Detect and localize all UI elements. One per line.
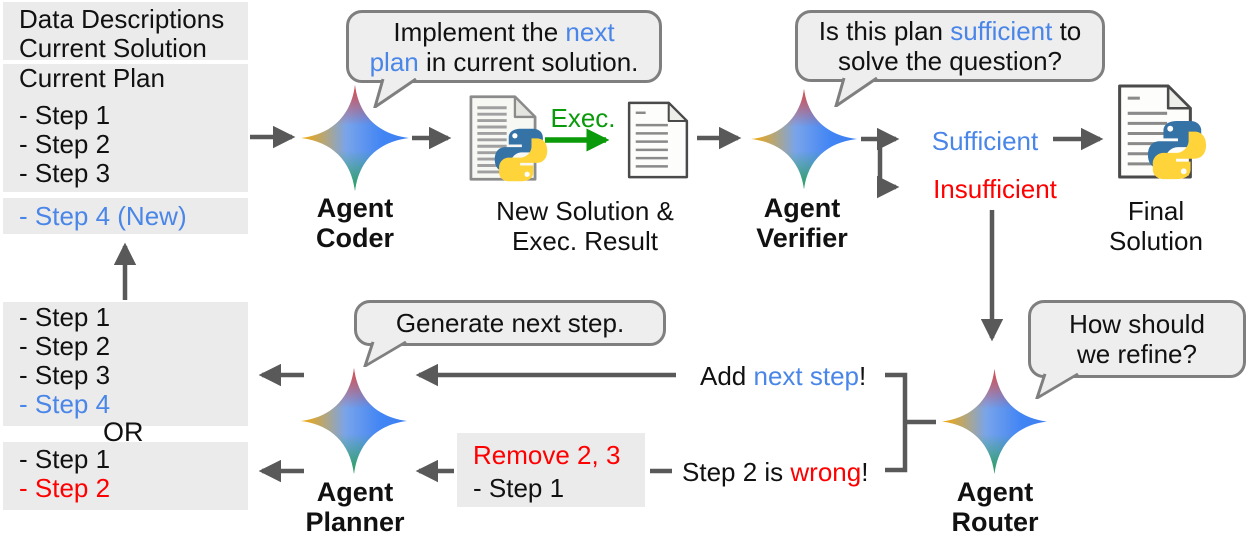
box-line: - Step 3 bbox=[19, 158, 111, 188]
speech-bubble-verifier: Is this plan sufficient to solve the que… bbox=[795, 10, 1105, 82]
box-line: - Step 3 bbox=[19, 360, 111, 390]
agent-router-star-icon bbox=[941, 368, 1048, 475]
box-line: - Step 1 bbox=[473, 473, 565, 503]
final-solution-label: Final Solution bbox=[1109, 196, 1203, 256]
router-bracket bbox=[885, 372, 908, 473]
step2-wrong-label: Step 2 is wrong! bbox=[682, 457, 869, 487]
remove-steps-box: Remove 2, 3 - Step 1 bbox=[457, 433, 645, 507]
insufficient-label: Insufficient bbox=[933, 174, 1057, 204]
bubble-line: plan in current solution. bbox=[369, 46, 639, 77]
box-line: Current Solution bbox=[19, 33, 207, 63]
bubble-line: Is this plan sufficient to bbox=[818, 16, 1082, 46]
new-step-box: - Step 4 (New) bbox=[3, 198, 248, 234]
python-file-icon bbox=[469, 95, 548, 182]
sufficient-label: Sufficient bbox=[931, 126, 1039, 156]
speech-bubble-tail bbox=[833, 77, 879, 107]
box-line: - Step 2 bbox=[19, 331, 111, 361]
box-line: - Step 4 bbox=[19, 389, 111, 419]
bubble-line: How should bbox=[1069, 309, 1205, 339]
agent-verifier-label: Agent Verifier bbox=[756, 193, 848, 253]
current-plan-box: Current Plan - Step 1 - Step 2 - Step 3 bbox=[3, 64, 248, 192]
box-line: - Step 2 bbox=[19, 473, 111, 503]
plan-a-box: - Step 1 - Step 2 - Step 3 - Step 4 bbox=[3, 302, 248, 426]
box-line: Current Plan bbox=[19, 63, 165, 93]
bubble-line: Implement the next bbox=[393, 16, 615, 47]
exec-label: Exec. bbox=[550, 103, 616, 133]
arrow-verifier-insufficient bbox=[876, 139, 900, 199]
speech-bubble-tail bbox=[372, 78, 418, 108]
or-label: OR bbox=[103, 417, 144, 447]
speech-bubble-tail bbox=[362, 341, 408, 367]
agent-router-label: Agent Router bbox=[951, 477, 1039, 537]
box-line: - Step 2 bbox=[19, 129, 111, 159]
box-line: Data Descriptions bbox=[19, 4, 225, 34]
agent-coder-label: Agent Coder bbox=[315, 193, 394, 253]
agent-planner-label: Agent Planner bbox=[305, 477, 405, 537]
speech-bubble-coder: Implement the next plan in current solut… bbox=[346, 10, 662, 83]
plan-b-box: - Step 1 - Step 2 bbox=[3, 442, 248, 510]
speech-bubble-planner: Generate next step. bbox=[354, 300, 666, 346]
bubble-line: solve the question? bbox=[837, 46, 1063, 76]
bubble-line: Generate next step. bbox=[395, 308, 625, 338]
add-next-step-label: Add next step! bbox=[700, 361, 867, 391]
final-solution-python-icon bbox=[1118, 84, 1207, 180]
result-document-icon bbox=[627, 101, 689, 179]
box-line: Remove 2, 3 bbox=[473, 440, 621, 470]
box-line: - Step 4 (New) bbox=[19, 200, 187, 231]
context-box: Data Descriptions Current Solution bbox=[3, 2, 248, 63]
new-solution-label: New Solution & Exec. Result bbox=[496, 196, 674, 256]
speech-bubble-router: How should we refine? bbox=[1028, 300, 1246, 378]
box-line: - Step 1 bbox=[19, 100, 111, 130]
box-line: - Step 1 bbox=[19, 302, 111, 332]
bubble-line: we refine? bbox=[1077, 339, 1197, 369]
agent-planner-star-icon bbox=[300, 367, 408, 475]
speech-bubble-tail bbox=[1034, 373, 1080, 399]
box-line: - Step 1 bbox=[19, 444, 111, 474]
